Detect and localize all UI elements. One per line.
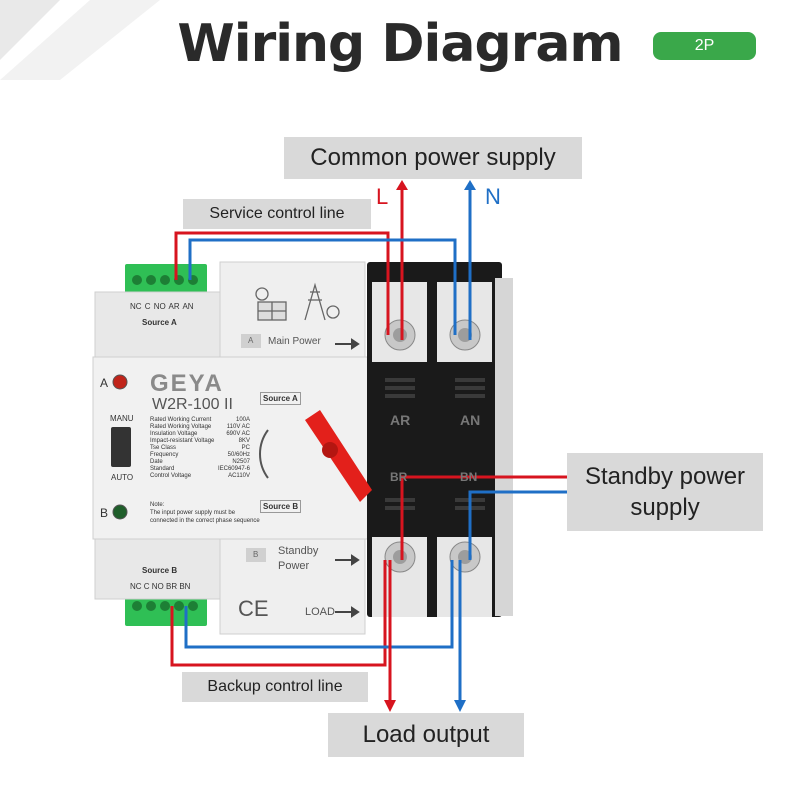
spec-row: Rated Working Current 100A [150, 417, 250, 424]
spec-row: Tse Class PC [150, 445, 250, 452]
live-wire-label: L [376, 184, 389, 209]
main-power-label: Main Power [268, 336, 321, 347]
spec-row: Date N2507 [150, 459, 250, 466]
spec-value: AC110V [228, 473, 250, 479]
service-control-line-label: Service control line [183, 199, 371, 229]
spec-row: Control Voltage AC110V [150, 473, 250, 480]
standby-power-label-2: Power [278, 560, 310, 572]
spec-key: Insulation Voltage [150, 431, 198, 437]
tag-a: A [248, 336, 254, 345]
tag-b: B [253, 550, 259, 559]
housing-bottom [219, 538, 366, 635]
standby-power-label-1: Standby [278, 545, 319, 557]
housing-source-b [94, 538, 221, 600]
spec-key: Date [150, 459, 163, 465]
spec-key: Frequency [150, 452, 179, 458]
terminal-bottom-label: NC C NO BR BN [130, 582, 191, 591]
spec-key: Rated Working Current [150, 417, 212, 423]
switch-handle[interactable] [305, 410, 372, 502]
pole-br-label: BR [390, 470, 408, 484]
standby-power-supply-label: Standby power supply [567, 453, 763, 531]
spec-row: Impact-resistant Voltage 8KV [150, 438, 250, 445]
terminal-top-label: NC C NO AR AN [130, 302, 194, 311]
spec-row: Frequency 50/60Hz [150, 452, 250, 459]
spec-value: N2507 [232, 459, 250, 465]
spec-value: 690V AC [226, 431, 250, 437]
backup-control-line-label: Backup control line [182, 672, 368, 702]
load-label: LOAD [305, 606, 335, 618]
source-b-label: Source B [142, 566, 178, 575]
load-output-label: Load output [328, 713, 524, 757]
note-line-2: connected in the correct phase sequence [150, 518, 260, 524]
page-title: Wiring Diagram [177, 14, 623, 74]
power-tower-icon [304, 282, 340, 321]
screw-bn [449, 541, 481, 573]
model-label: W2R-100 II [152, 396, 233, 413]
standby-line-1: Standby power [584, 463, 746, 490]
spec-key: Standard [150, 466, 175, 472]
terminal-block-top [125, 264, 207, 296]
spec-key: Control Voltage [150, 473, 192, 479]
standby-line-2: supply [630, 494, 700, 521]
pole-badge: 2P [653, 32, 756, 60]
screw-br [384, 541, 416, 573]
switch-source-b: Source B [260, 500, 302, 513]
switch-source-a: Source A [260, 392, 301, 405]
pole-ar-label: AR [390, 412, 411, 428]
manu-label: MANU [110, 414, 134, 423]
ce-mark: CE [238, 596, 269, 621]
pole-bn-label: BN [460, 470, 478, 484]
spec-key: Impact-resistant Voltage [150, 438, 215, 444]
source-a-label: Source A [142, 318, 177, 327]
spec-key: Rated Working Voltage [150, 424, 212, 430]
brand-logo: GEYA [150, 370, 224, 397]
housing-source-a [94, 291, 221, 358]
spec-key: Tse Class [150, 445, 177, 451]
note-title: Note: [150, 502, 165, 508]
neutral-wire-label: N [485, 184, 501, 209]
spec-value: 50/60Hz [227, 452, 250, 458]
manu-auto-slider[interactable] [111, 427, 131, 467]
led-a-label: A [100, 376, 109, 390]
spec-value: PC [241, 445, 250, 451]
pole-an-label: AN [460, 412, 481, 428]
auto-label: AUTO [111, 473, 134, 482]
led-a-indicator [112, 374, 128, 390]
spec-row: Insulation Voltage 690V AC [150, 431, 250, 438]
spec-value: 110V AC [226, 424, 250, 430]
spec-row: Standard IEC60947-6 [150, 466, 250, 473]
spec-row: Rated Working Voltage 110V AC [150, 424, 250, 431]
note-line-1: The input power supply must be [150, 510, 236, 516]
led-b-label: B [100, 506, 109, 520]
corner-decoration [0, 0, 160, 80]
spec-value: 8KV [238, 438, 250, 444]
solar-panel-icon [255, 287, 287, 321]
spec-value: IEC60947-6 [217, 466, 250, 472]
spec-value: 100A [235, 417, 250, 423]
common-power-supply-label: Common power supply [284, 137, 582, 179]
led-b-indicator [112, 504, 128, 520]
